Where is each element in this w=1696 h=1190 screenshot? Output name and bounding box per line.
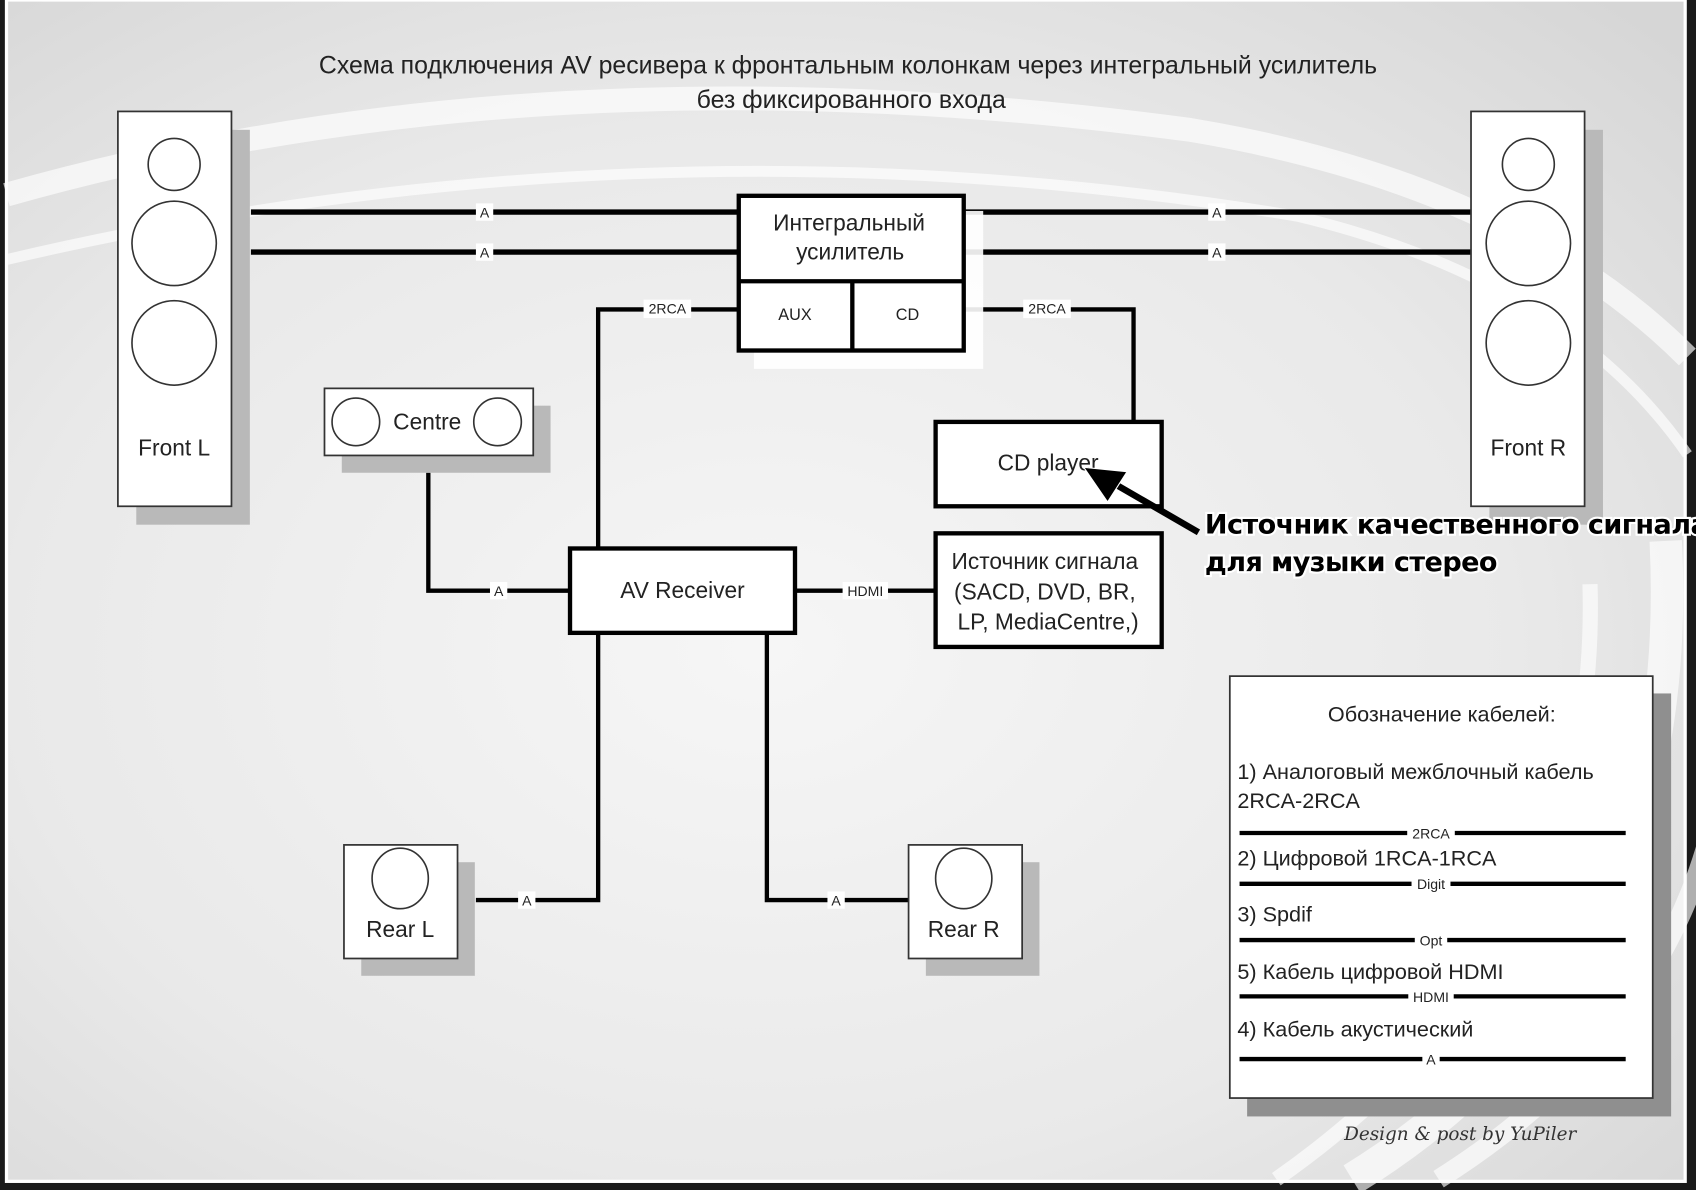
woofer-icon <box>472 397 523 447</box>
svg-text:A: A <box>1212 244 1222 260</box>
callout-text-line1: Источник качественного сигнала <box>1205 509 1696 540</box>
tweeter-icon <box>1501 137 1556 192</box>
legend-title: Обозначение кабелей: <box>1328 702 1556 727</box>
woofer-icon <box>1485 200 1572 287</box>
svg-text:HDMI: HDMI <box>847 583 883 599</box>
diagram-title-line2: без фиксированного входа <box>697 86 1006 114</box>
cable-label-hdmi: HDMI <box>842 582 889 600</box>
woofer-icon <box>934 847 993 910</box>
speaker-centre: Centre <box>323 387 551 473</box>
amplifier-label-line2: усилитель <box>796 239 904 265</box>
signal-source: Источник сигнала (SACD, DVD, BR, LP, Med… <box>933 531 1164 650</box>
legend-line-2rca: 2RCA <box>1239 825 1626 842</box>
speaker-cables-front-left <box>250 209 739 255</box>
speaker-label: Front L <box>138 434 210 460</box>
svg-text:Digit: Digit <box>1417 876 1445 892</box>
woofer-icon <box>131 200 218 287</box>
callout-arrow-icon <box>1082 466 1201 536</box>
cable-label-a-2: A <box>475 243 494 261</box>
speaker-label: Rear R <box>928 916 1000 942</box>
av-receiver-label: AV Receiver <box>620 577 745 603</box>
legend-item-3: 3) Spdif <box>1237 902 1313 927</box>
svg-text:A: A <box>1426 1052 1436 1068</box>
svg-text:A: A <box>494 583 504 599</box>
legend-line-hdmi: HDMI <box>1239 989 1626 1006</box>
speaker-cable-centre <box>426 472 571 593</box>
source-label-line3: LP, MediaCentre,) <box>957 609 1138 635</box>
svg-text:A: A <box>831 892 841 908</box>
diagram-title-line1: Схема подключения AV ресивера к фронталь… <box>319 52 1377 80</box>
rca-cable-receiver-to-aux <box>595 307 739 549</box>
speaker-front-right: Front R <box>1470 110 1603 525</box>
svg-text:A: A <box>480 244 490 260</box>
legend-item-1-line1: 1) Аналоговый межблочный кабель <box>1237 759 1593 784</box>
speaker-rear-left: Rear L <box>343 844 475 976</box>
legend-item-2: 2) Цифровой 1RCA-1RCA <box>1237 845 1497 870</box>
woofer-icon <box>371 847 430 910</box>
cable-label-2rca-aux: 2RCA <box>643 299 692 319</box>
av-receiver: AV Receiver <box>567 546 798 636</box>
svg-text:A: A <box>1212 204 1222 220</box>
svg-text:Opt: Opt <box>1420 933 1443 949</box>
source-label-line2: (SACD, DVD, BR, <box>954 578 1136 604</box>
woofer-icon <box>331 397 381 447</box>
legend-item-5: 4) Кабель акустический <box>1237 1016 1473 1041</box>
svg-text:2RCA: 2RCA <box>649 301 687 317</box>
legend-item-1-line2: 2RCA-2RCA <box>1237 788 1360 813</box>
svg-text:A: A <box>480 204 490 220</box>
legend-line-acoustic: A <box>1239 1052 1626 1068</box>
credit-signature: Design & post by YuPiler <box>1343 1124 1577 1145</box>
speaker-label: Centre <box>393 408 461 434</box>
amplifier-input-cd: CD <box>896 306 919 324</box>
svg-text:A: A <box>522 892 532 908</box>
speaker-label: Front R <box>1490 434 1566 460</box>
cable-label-a-rear-right: A <box>827 891 845 909</box>
rca-cable-cd-to-amp <box>963 307 1136 422</box>
speaker-front-left: Front L <box>117 110 250 525</box>
integrated-amplifier: Интегральный усилитель AUX CD <box>736 193 984 369</box>
cable-label-2rca-cd: 2RCA <box>1023 299 1071 319</box>
cable-label-a-rear-left: A <box>518 891 536 909</box>
woofer-icon <box>1485 299 1572 386</box>
source-label-line1: Источник сигнала <box>952 548 1139 574</box>
speaker-cable-rear-left <box>475 632 601 903</box>
svg-text:2RCA: 2RCA <box>1412 825 1450 841</box>
amplifier-input-aux: AUX <box>778 306 812 324</box>
speaker-cable-rear-right <box>764 632 909 903</box>
cd-player-label: CD player <box>998 450 1099 476</box>
legend-line-opt: Opt <box>1239 933 1626 949</box>
cable-label-a-centre: A <box>489 582 508 600</box>
cable-legend: Обозначение кабелей: 1) Аналоговый межбл… <box>1228 675 1672 1117</box>
tweeter-icon <box>147 137 201 192</box>
legend-line-digit: Digit <box>1239 876 1626 893</box>
callout-text-line2: для музыки стерео <box>1205 547 1497 578</box>
speaker-rear-right: Rear R <box>907 844 1040 976</box>
cable-label-a-1: A <box>475 203 494 221</box>
svg-text:2RCA: 2RCA <box>1028 301 1066 317</box>
cable-label-a-3: A <box>1208 203 1226 221</box>
cable-label-a-4: A <box>1208 243 1226 261</box>
woofer-icon <box>131 299 218 386</box>
legend-item-4: 5) Кабель цифровой HDMI <box>1237 959 1503 984</box>
speaker-label: Rear L <box>366 916 434 942</box>
amplifier-label-line1: Интегральный <box>773 209 925 235</box>
svg-text:HDMI: HDMI <box>1413 989 1449 1005</box>
